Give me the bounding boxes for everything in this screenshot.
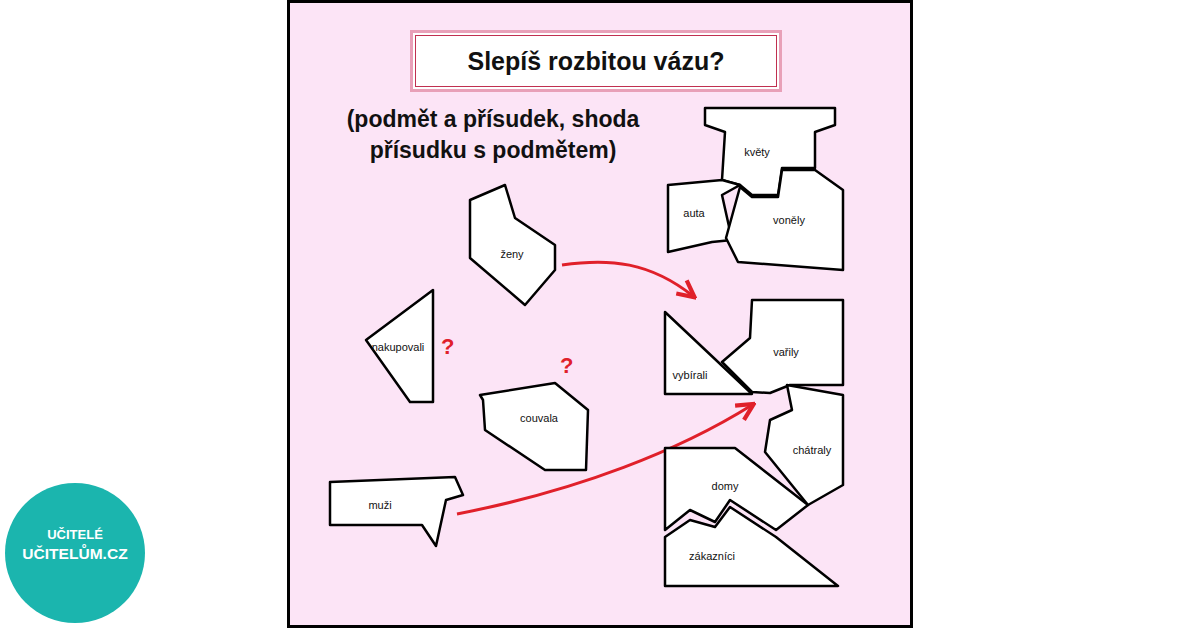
- shard-polygon: [480, 383, 588, 470]
- shard-polygon: [366, 290, 433, 402]
- shard-outline: [665, 312, 752, 394]
- shard-word: domy: [712, 480, 739, 492]
- vase-shard: vařily: [722, 300, 843, 393]
- shard-polygon: [722, 300, 843, 393]
- shard-polygon: [330, 477, 463, 546]
- vase-shard: zákazníci: [665, 507, 838, 586]
- red-arrow: [562, 262, 693, 296]
- shard-word: květy: [744, 146, 770, 158]
- shard-polygon: [665, 507, 838, 586]
- vase-shard: ženy: [470, 185, 555, 305]
- shard-polygon: [470, 185, 555, 305]
- shard-outline: [480, 383, 588, 470]
- logo-text: UČITELŮM.CZ: [5, 545, 145, 563]
- shard-outline: [330, 477, 463, 546]
- shard-word: ženy: [500, 248, 523, 260]
- vase-shard: nakupovali: [366, 290, 433, 402]
- shard-word: muži: [368, 499, 391, 511]
- shard-outline: [665, 507, 838, 586]
- shard-word: zákazníci: [689, 550, 735, 562]
- logo-circle: UČITELÉ UČITELŮM.CZ: [5, 483, 145, 623]
- shard-word: nakupovali: [372, 341, 425, 353]
- vase-shard: muži: [330, 477, 463, 546]
- shard-word: vařily: [773, 346, 799, 358]
- shard-word: couvala: [520, 412, 558, 424]
- shard-polygon: [726, 170, 843, 270]
- logo-text: UČITELÉ: [5, 527, 145, 542]
- vase-shard: voněly: [726, 170, 843, 270]
- question-mark: ?: [560, 353, 573, 379]
- question-mark: ?: [441, 334, 454, 360]
- title-box: Slepíš rozbitou vázu?: [410, 30, 782, 92]
- vase-shard: couvala: [480, 383, 588, 470]
- shard-word: voněly: [773, 214, 805, 226]
- title-text: Slepíš rozbitou vázu?: [468, 47, 725, 76]
- vase-shard: vybírali: [665, 312, 752, 394]
- shard-polygon: [665, 312, 752, 394]
- shard-outline: [470, 185, 555, 305]
- subtitle: (podmět a přísudek, shoda přísudku s pod…: [318, 104, 668, 166]
- shard-word: auta: [683, 207, 704, 219]
- shard-word: vybírali: [673, 369, 708, 381]
- shard-word: chátraly: [793, 444, 832, 456]
